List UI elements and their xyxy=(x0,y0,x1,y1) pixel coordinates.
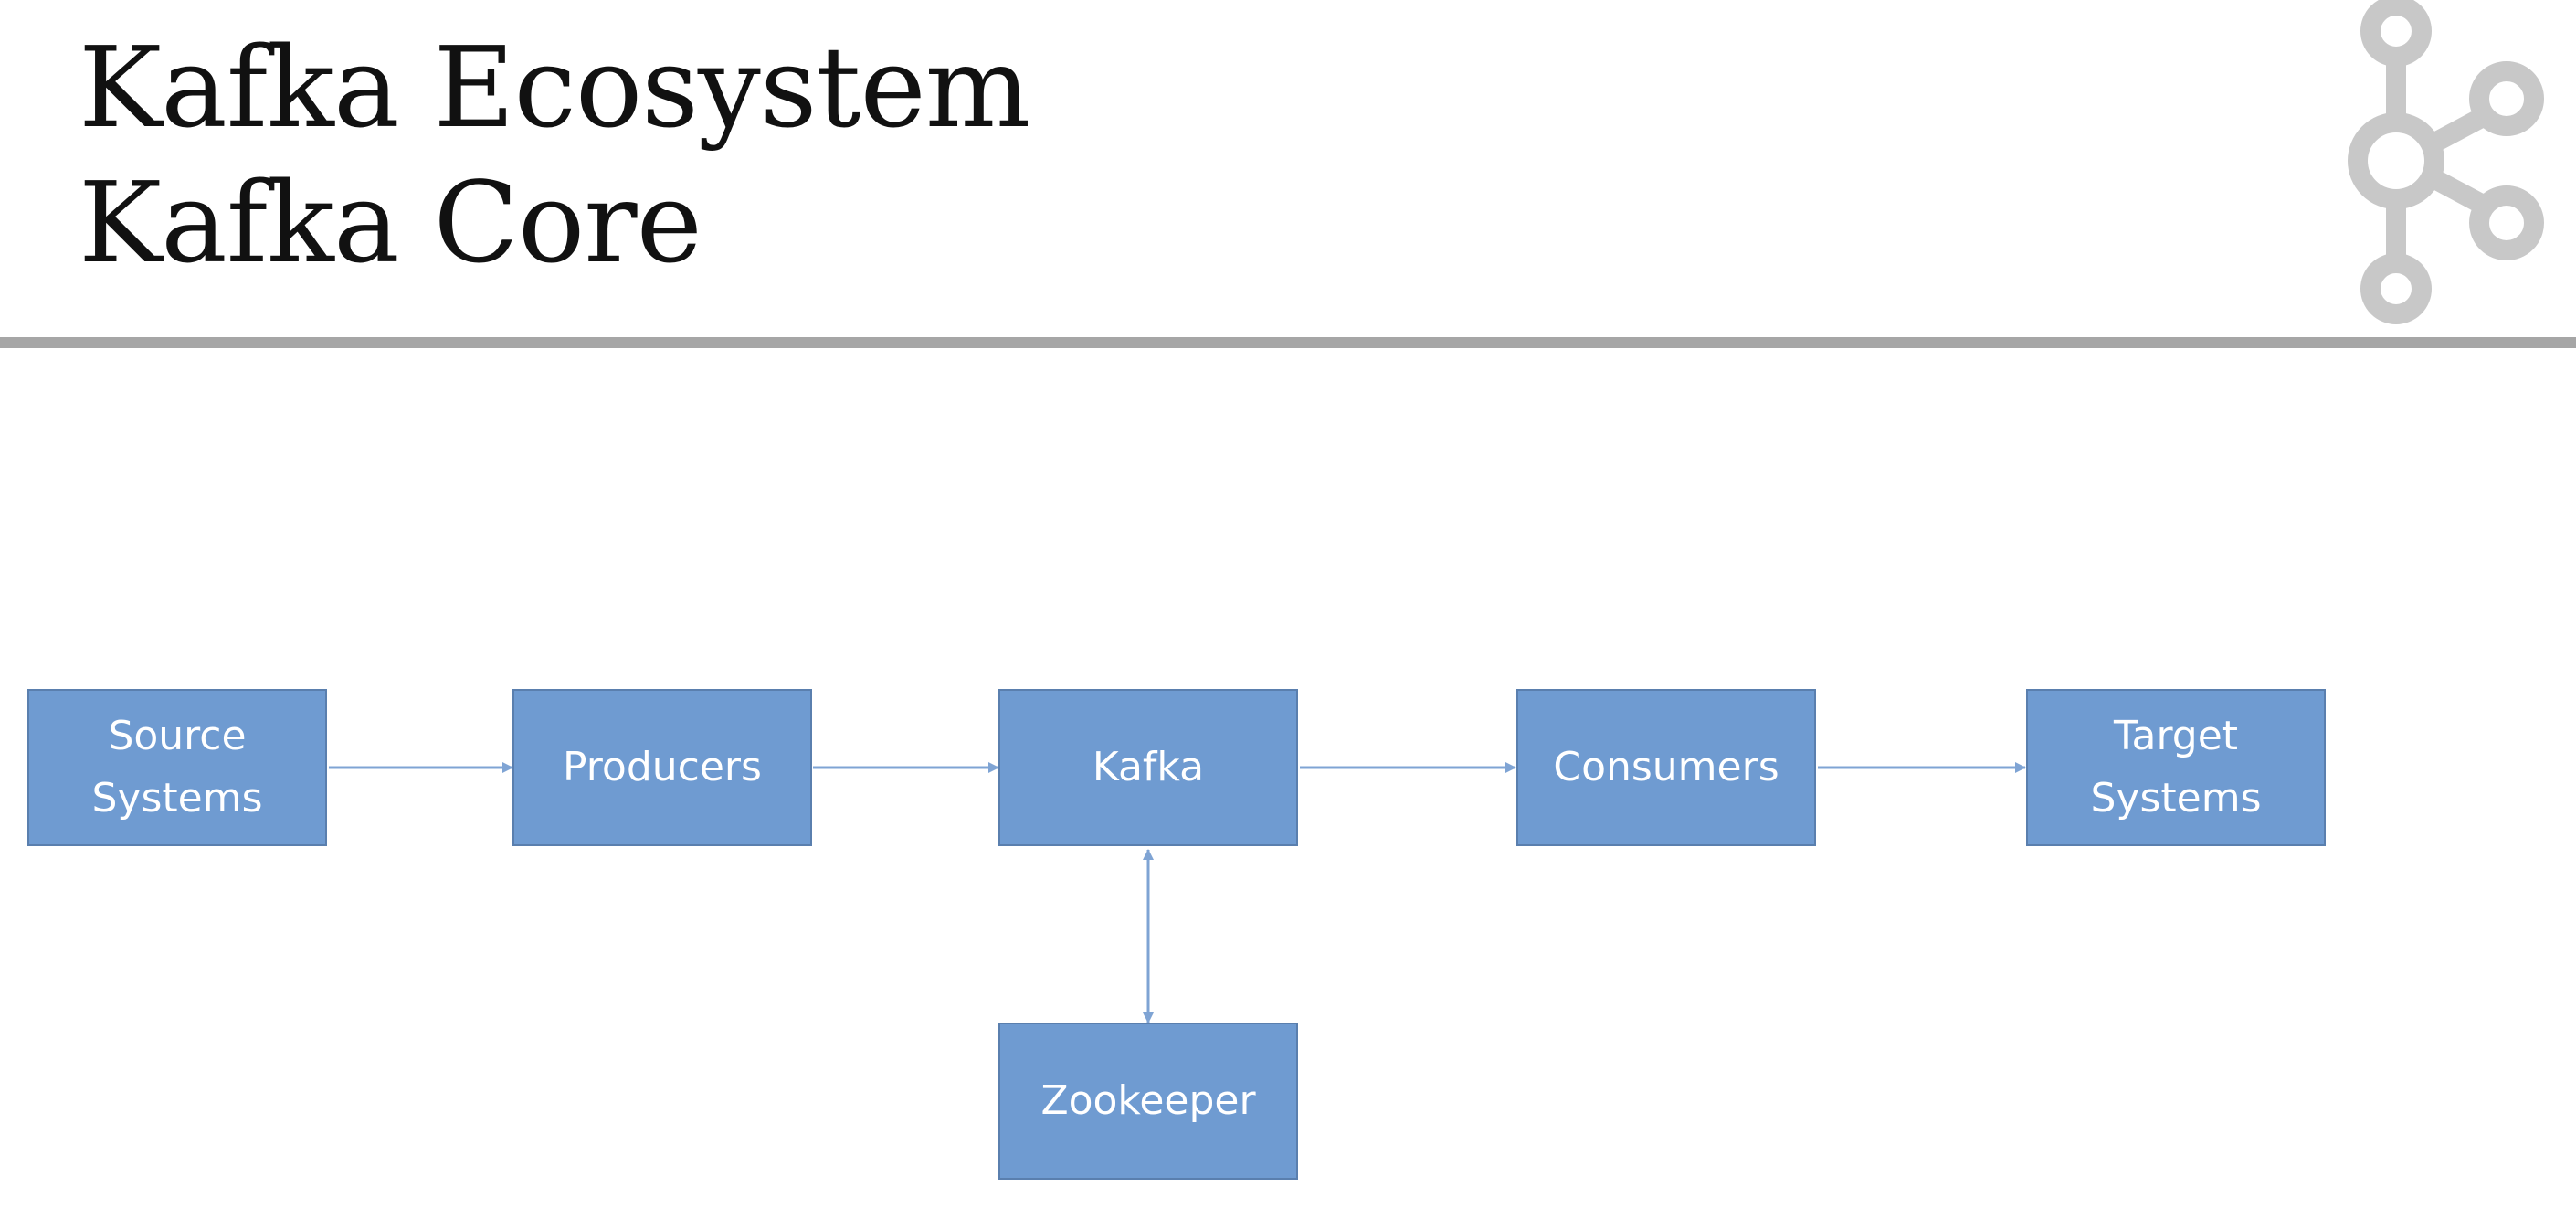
title-line-2: Kafka Core xyxy=(79,158,702,288)
title-divider xyxy=(0,337,2576,348)
node-label: Kafka xyxy=(1092,744,1205,790)
node-target-systems: Target Systems xyxy=(2026,689,2326,846)
node-label: Source Systems xyxy=(91,713,263,822)
node-label: Zookeeper xyxy=(1040,1077,1256,1124)
node-zookeeper: Zookeeper xyxy=(998,1023,1298,1180)
node-producers: Producers xyxy=(512,689,812,846)
node-consumers: Consumers xyxy=(1516,689,1816,846)
node-label: Producers xyxy=(563,744,762,790)
slide-title: Kafka Ecosystem Kafka Core xyxy=(79,20,1030,291)
node-kafka: Kafka xyxy=(998,689,1298,846)
node-label: Target Systems xyxy=(2090,713,2262,822)
title-line-1: Kafka Ecosystem xyxy=(79,23,1030,153)
node-label: Consumers xyxy=(1553,744,1779,790)
node-source-systems: Source Systems xyxy=(27,689,327,846)
kafka-logo-icon xyxy=(2348,0,2544,324)
